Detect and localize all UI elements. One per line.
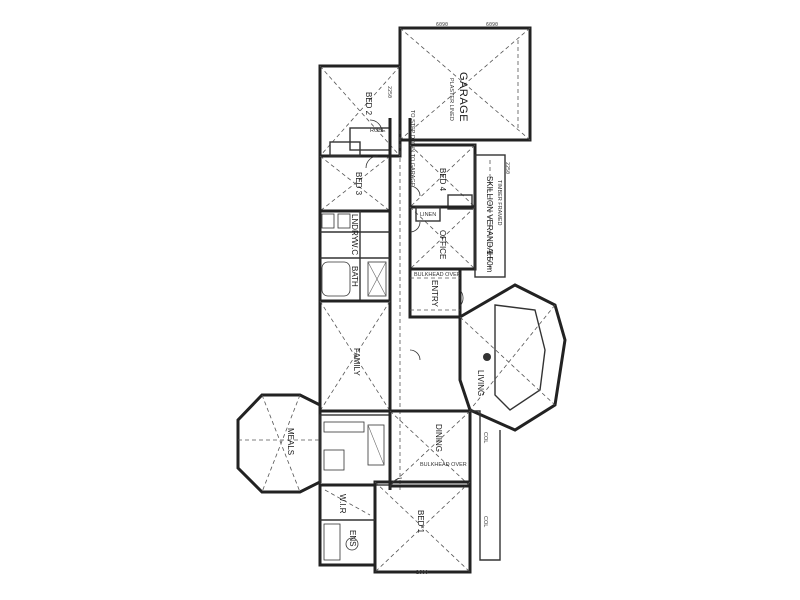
col-label-1: COL xyxy=(482,516,488,527)
family-area: FAMILY xyxy=(318,299,392,413)
bed1-dim: 2600 xyxy=(416,570,428,576)
verandah-sublabel: TIMBER FRAMED xyxy=(496,180,502,226)
room-label-meals: MEALS xyxy=(286,428,295,455)
wir-ens-area: W.I.R ENS xyxy=(318,483,377,567)
room-label-bed4: BED 4 xyxy=(438,168,447,192)
bulkhead-label-dining: BULKHEAD OVER xyxy=(420,462,467,468)
verandah-area: SKILLION VERANDAH TIMBER FRAMED 1.50m xyxy=(474,154,506,278)
room-label-bed3: BED 3 xyxy=(354,172,363,196)
bulkhead-label-entry: BULKHEAD OVER xyxy=(414,272,461,278)
room-label-garage: GARAGE xyxy=(457,72,469,122)
col-label-2: COL xyxy=(482,432,488,443)
room-label-bed1: BED 1 xyxy=(416,510,425,534)
bed2-dim: 2250 xyxy=(386,86,392,98)
linen-label: LINEN xyxy=(420,212,436,218)
room-label-bath: BATH xyxy=(350,266,359,287)
bed1-area: BED 1 2600 xyxy=(373,480,472,576)
room-label-entry: ENTRY xyxy=(430,280,439,308)
bed3-area: BED 3 xyxy=(318,141,392,213)
room-label-ens: ENS xyxy=(348,530,357,546)
dining-area: DINING BULKHEAD OVER xyxy=(388,409,472,488)
room-label-dining: DINING xyxy=(434,424,443,452)
office-area: LINEN OFFICE xyxy=(408,205,477,271)
room-label-wc: W.C xyxy=(350,240,359,255)
room-label-wir: W.I.R xyxy=(338,494,347,514)
garage-dim-top-right: 6090 xyxy=(486,22,498,28)
kitchen-area xyxy=(319,414,391,486)
meals-area: MEALS xyxy=(236,393,322,494)
hallway xyxy=(388,118,412,490)
room-label-living: LIVING xyxy=(476,370,485,396)
step-down-note: TO STEP DOWN TO GARAGE xyxy=(409,110,415,187)
garage-sublabel: PLASTER LINED xyxy=(448,78,454,121)
room-label-bed2: BED 2 xyxy=(364,92,373,116)
verandah-dim: 2250 xyxy=(504,162,510,174)
outer-boundary: COL COL 2250 xyxy=(470,162,510,561)
verandah-width: 1.50m xyxy=(485,250,494,273)
garage-area: 6090 6090 GARAGE PLASTER LINED TO STEP D… xyxy=(398,22,532,187)
garage-dim-top-left: 6090 xyxy=(436,22,448,28)
doors xyxy=(365,119,464,491)
room-label-family: FAMILY xyxy=(352,348,361,377)
room-label-office: OFFICE xyxy=(438,230,447,259)
entry-area: ENTRY BULKHEAD OVER xyxy=(408,267,462,319)
wet-areas: LNDRY W.C BATH xyxy=(318,209,392,303)
room-label-laundry: LNDRY xyxy=(350,214,359,242)
living-area: LIVING xyxy=(458,283,567,432)
room-label-verandah: SKILLION VERANDAH xyxy=(485,176,494,259)
bed2-robe-label: ROBE xyxy=(370,128,386,134)
bed4-area: BED 4 xyxy=(408,143,477,210)
